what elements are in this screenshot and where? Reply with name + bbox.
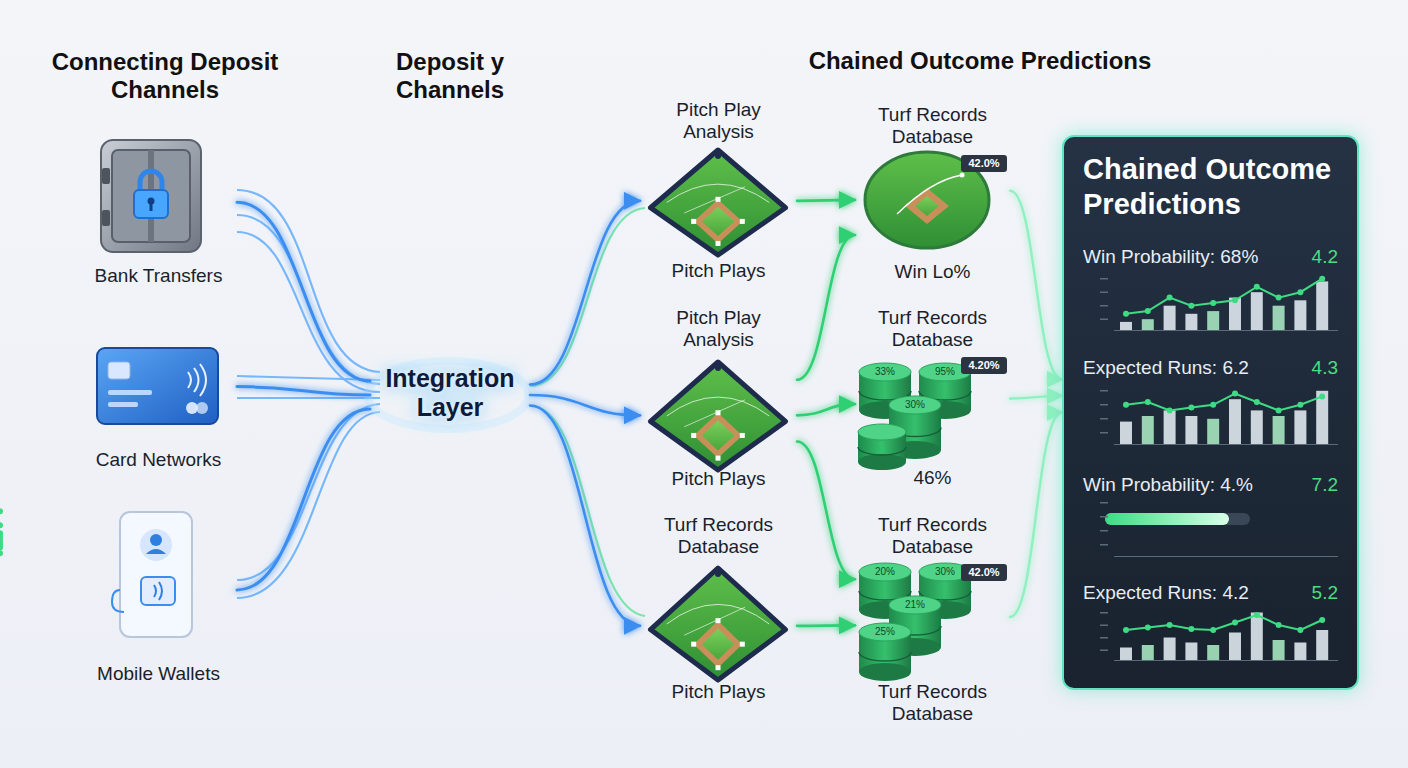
- flow-connector: [1010, 396, 1062, 399]
- process-node: Pitch Play AnalysisPitch Plays: [640, 98, 797, 285]
- column-heading: Deposit y Channels: [365, 48, 535, 105]
- disc-value: 30%: [896, 399, 934, 411]
- process-node: Turf Records DatabasePitch Plays: [640, 512, 797, 705]
- node-title: Pitch Play Analysis: [640, 99, 797, 143]
- node-title: Chained Outcome Predictions: [1083, 152, 1348, 223]
- node-title: Integration Layer: [370, 364, 530, 422]
- value-badge: 4.20%: [961, 357, 1007, 374]
- node-title: Turf Records Database: [845, 104, 1020, 148]
- node-title: Pitch Play Analysis: [640, 307, 797, 351]
- flow-connector: [530, 406, 640, 626]
- column-heading: Chained Outcome Predictions: [760, 47, 1200, 75]
- node-text: Pitch Plays: [640, 681, 797, 703]
- process-node: Turf Records DatabaseWin Lo%: [855, 100, 1010, 285]
- flow-connector: [1010, 413, 1062, 618]
- flow-connector: [237, 409, 370, 590]
- node-text: Expected Runs: 6.2: [1083, 357, 1298, 379]
- prediction-panel: Chained Outcome PredictionsWin Probabili…: [1062, 135, 1359, 690]
- decor-wires: [237, 190, 645, 616]
- disc-value: 33%: [866, 366, 904, 378]
- node-illustration: [80, 508, 237, 690]
- node-text: 5.2: [1288, 582, 1338, 604]
- flow-connector: [797, 404, 855, 415]
- node-text: 7.2: [1288, 474, 1338, 496]
- node-title: Card Networks: [80, 449, 237, 471]
- node-text: 46%: [855, 467, 1010, 489]
- node-text: 4.3: [1288, 357, 1338, 379]
- node-text: Win Lo%: [855, 261, 1010, 283]
- flow-connector: [797, 235, 855, 380]
- disc-value: 20%: [866, 566, 904, 578]
- node-text: Pitch Plays: [640, 468, 797, 490]
- process-node: Integration Layer: [370, 360, 530, 430]
- process-node: Turf Records Database46%: [855, 305, 1010, 492]
- flow-connector: [797, 624, 855, 627]
- flow-connector: [530, 201, 640, 385]
- process-node: Card Networks: [80, 345, 237, 475]
- disc-value: 21%: [896, 599, 934, 611]
- node-title: Turf Records Database: [630, 514, 807, 558]
- disc-value: 30%: [926, 566, 964, 578]
- flow-connector: [1010, 191, 1062, 380]
- process-node: Mobile Wallets: [80, 508, 237, 690]
- node-title: Turf Records Database: [845, 514, 1020, 558]
- node-text: Win Probability: 68%: [1083, 246, 1298, 268]
- disc-value: 95%: [926, 366, 964, 378]
- node-text: Win Probability: 4.%: [1083, 474, 1298, 496]
- disc-value: 25%: [866, 626, 904, 638]
- flow-connector: [237, 387, 370, 395]
- flow-connector: [797, 199, 855, 203]
- column-heading: Connecting Deposit Channels: [40, 48, 290, 105]
- process-node: Bank Transfers: [80, 135, 237, 295]
- value-badge: 42.0%: [961, 155, 1007, 172]
- node-text: 4.2: [1288, 246, 1338, 268]
- node-title: Bank Transfers: [80, 265, 237, 287]
- process-node: Pitch Play AnalysisPitch Plays: [640, 305, 797, 492]
- process-node: Turf Records DatabaseTurf Records Databa…: [855, 512, 1010, 722]
- node-title: Mobile Wallets: [80, 663, 237, 685]
- flow-connector: [797, 442, 855, 580]
- flow-connector: [237, 202, 370, 381]
- node-text: Pitch Plays: [640, 260, 797, 282]
- node-title: Turf Records Database: [845, 307, 1020, 351]
- node-text: Expected Runs: 4.2: [1083, 582, 1298, 604]
- value-badge: 42.0%: [961, 564, 1007, 581]
- node-text: Turf Records Database: [845, 681, 1020, 725]
